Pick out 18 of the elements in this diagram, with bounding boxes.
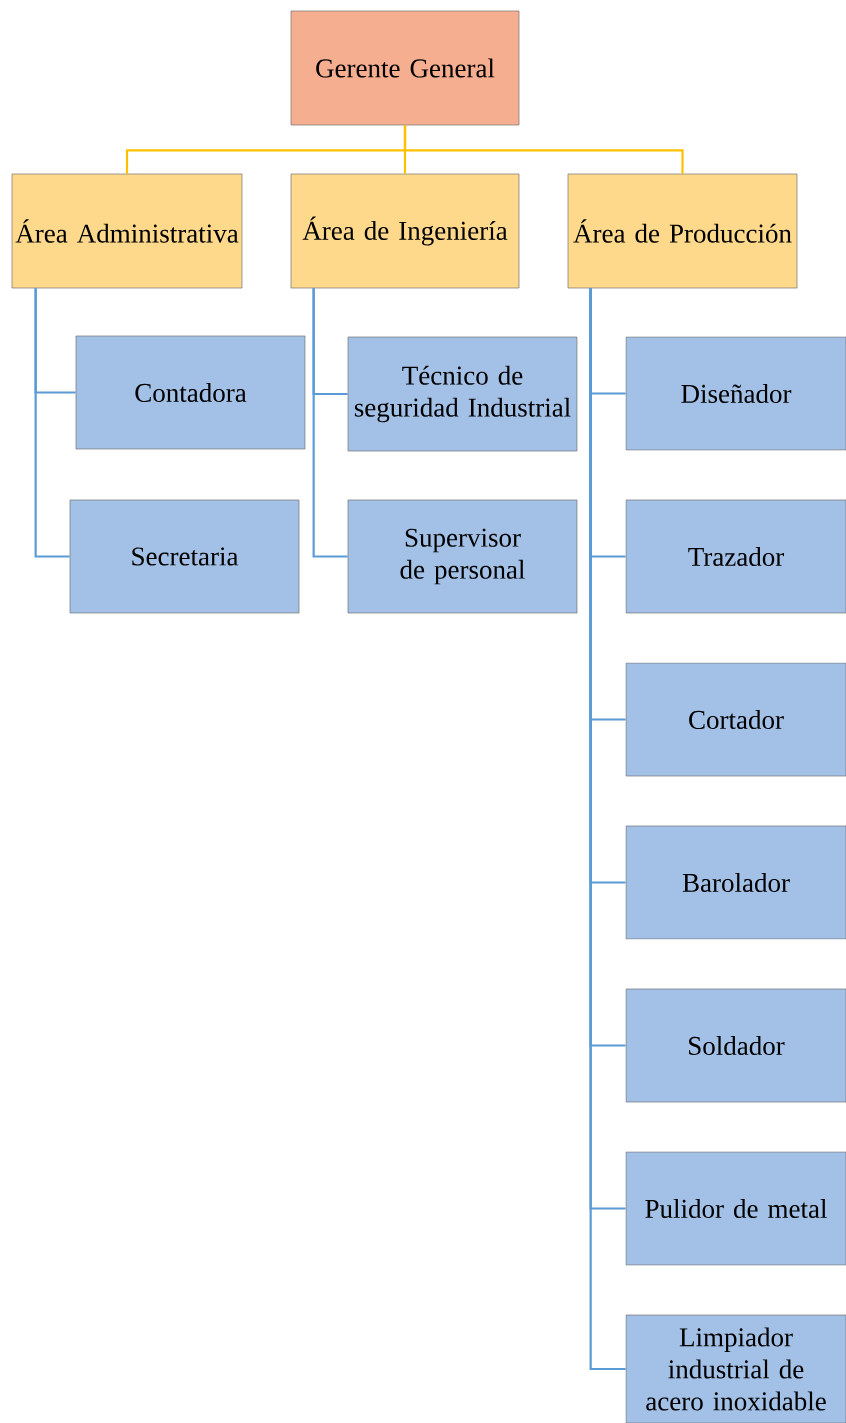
org-box: Gerente General — [290, 10, 520, 126]
org-box: Secretaria — [69, 499, 300, 614]
org-box: Área Administrativa — [11, 173, 243, 289]
org-box: Diseñador — [625, 336, 846, 451]
connector-line — [312, 288, 348, 558]
org-box: Cortador — [625, 662, 846, 777]
org-box: Limpiador industrial de acero inoxidable — [625, 1314, 846, 1423]
org-box: Trazador — [625, 499, 846, 614]
org-box: Pulidor de metal — [625, 1151, 846, 1266]
org-box: Soldador — [625, 988, 846, 1103]
org-box: Supervisor de personal — [347, 499, 578, 614]
org-box: Contadora — [75, 335, 306, 450]
org-box: Técnico de seguridad Industrial — [347, 336, 578, 452]
org-box: Barolador — [625, 825, 846, 940]
connector-line — [403, 125, 684, 174]
connector-line — [34, 288, 70, 558]
org-box: Área de Ingeniería — [290, 173, 520, 289]
org-box: Área de Producción — [567, 173, 798, 289]
